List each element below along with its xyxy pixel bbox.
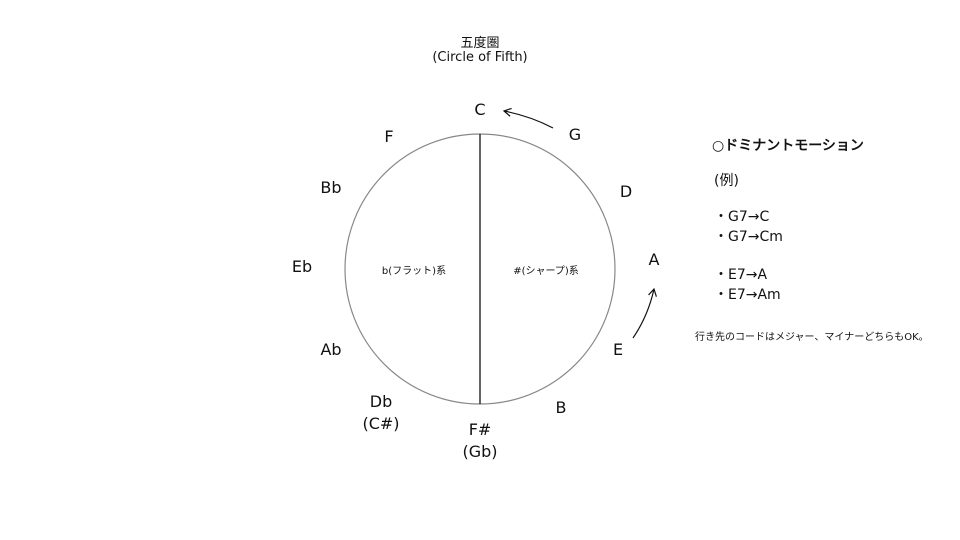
note-f-sharp-primary: F# <box>468 420 492 439</box>
note-b: B <box>555 398 567 417</box>
dominant-motion-heading: ○ドミナントモーション <box>712 138 864 154</box>
example-label: (例) <box>714 173 739 189</box>
footnote: 行き先のコードはメジャー、マイナーどちらもOK。 <box>695 332 929 343</box>
flat-side-label: b(フラット)系 <box>381 266 447 277</box>
note-d-flat: Db (C#) <box>362 391 399 435</box>
sharp-side-label: #(シャープ)系 <box>513 266 579 277</box>
example-item: ・E7→A <box>714 267 768 283</box>
note-c: C <box>474 100 486 119</box>
note-d-flat-primary: Db <box>369 392 393 411</box>
note-e-flat: Eb <box>291 257 313 276</box>
note-g: G <box>568 125 582 144</box>
diagram-subtitle: (Circle of Fifth) <box>432 50 528 65</box>
example-item: ・E7→Am <box>714 287 781 303</box>
example-item: ・G7→Cm <box>714 229 783 245</box>
arrow-g-to-c <box>502 107 554 129</box>
arrow-e-to-a <box>632 287 657 339</box>
note-d: D <box>619 182 633 201</box>
note-f-sharp-alt: (Gb) <box>462 442 498 461</box>
note-f: F <box>384 127 394 146</box>
note-d-flat-alt: (C#) <box>362 414 400 433</box>
note-e: E <box>612 340 624 359</box>
diagram-title: 五度圏 <box>460 36 500 51</box>
note-b-flat: Bb <box>320 178 342 197</box>
example-item: ・G7→C <box>714 209 770 225</box>
note-a-flat: Ab <box>320 340 342 359</box>
note-f-sharp: F# (Gb) <box>462 419 497 463</box>
note-a: A <box>648 250 660 269</box>
